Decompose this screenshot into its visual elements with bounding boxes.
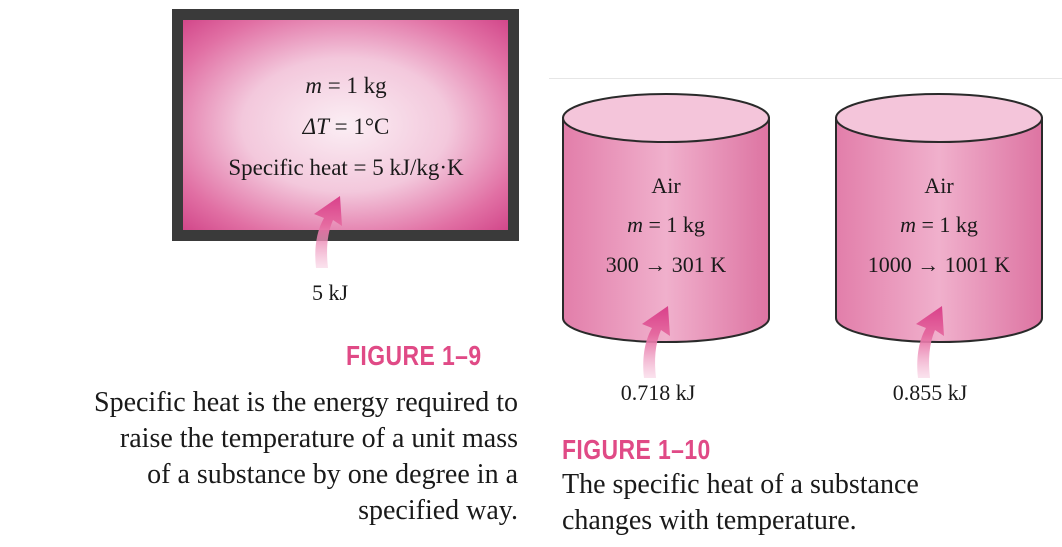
caption-line: Specific heat is the energy required to	[94, 387, 518, 418]
tank-right-mass: m = 1 kg	[900, 212, 978, 237]
tank-left-substance: Air	[651, 173, 681, 198]
mass-label: m = 1 kg	[305, 73, 387, 98]
tank-right-temp: 1000 → 1001 K	[867, 252, 1011, 277]
caption-line: The specific heat of a substance	[562, 469, 919, 500]
figure-1-10-caption: The specific heat of a substance changes…	[562, 467, 919, 539]
heat-arrow-left-icon	[642, 306, 670, 378]
delta-t-label: ΔT = 1°C	[302, 114, 390, 139]
tank-left	[562, 93, 770, 343]
tank-left-mass: m = 1 kg	[627, 212, 705, 237]
tank-right	[835, 93, 1043, 343]
specific-heat-label: Specific heat = 5 kJ/kg·K	[228, 155, 464, 180]
heat-in-label: 5 kJ	[311, 280, 349, 305]
tank-left-temp: 300 → 301 K	[605, 252, 727, 277]
caption-line: of a substance by one degree in a	[147, 459, 518, 490]
heat-arrow-icon	[314, 196, 342, 268]
figure-1-10-title: FIGURE 1–10	[562, 434, 711, 465]
system-box	[172, 9, 519, 241]
tank-right-substance: Air	[924, 173, 954, 198]
caption-line: specified way.	[358, 495, 518, 526]
tank-left-heat: 0.718 kJ	[620, 380, 696, 405]
figure-1-9-caption: Specific heat is the energy required to …	[0, 385, 518, 529]
caption-line: changes with temperature.	[562, 505, 857, 536]
system-box-interior	[183, 20, 508, 230]
caption-line: raise the temperature of a unit mass	[119, 423, 518, 454]
heat-arrow-right-icon	[916, 306, 944, 378]
tank-right-heat: 0.855 kJ	[892, 380, 968, 405]
figure-1-9-title: FIGURE 1–9	[346, 340, 482, 371]
